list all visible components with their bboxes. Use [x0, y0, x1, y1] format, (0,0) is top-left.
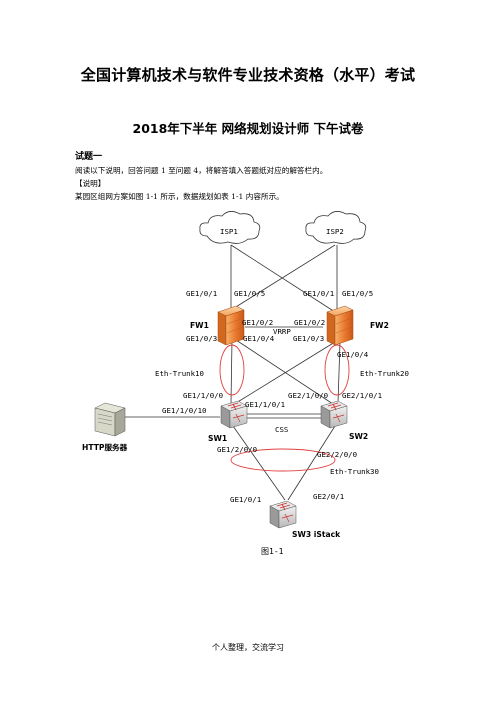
sw2-port-ge2-1-0-1: GE2/1/0/1: [342, 391, 382, 400]
paper-subtitle: 2018年下半年 网络规划设计师 下午试卷: [132, 121, 364, 136]
fw1-port-ge1-0-2: GE1/0/2: [242, 318, 273, 327]
sw1-port-ge1-1-0-1: GE1/1/0/1: [245, 400, 285, 409]
sw2-label: SW2: [349, 432, 368, 441]
body-text: 某园区组网方案如图 1-1 所示，数据规划如表 1-1 内容所示。: [75, 192, 284, 201]
fw1-port-ge1-0-1: GE1/0/1: [186, 289, 217, 298]
fw2-icon: [326, 305, 354, 346]
question-heading: 试题一: [75, 152, 103, 162]
eth-trunk10-label: Eth-Trunk10: [155, 369, 204, 378]
sw2-port-ge2-2-0-0: GE2/2/0/0: [317, 450, 357, 459]
isp2-label: ISP2: [326, 227, 344, 236]
sw1-label: SW1: [208, 434, 227, 443]
vrrp-label: VRRP: [273, 327, 291, 336]
fw1-port-ge1-0-3: GE1/0/3: [186, 334, 217, 343]
fw2-port-ge1-0-5: GE1/0/5: [342, 289, 373, 298]
eth-trunk20-ellipse: [324, 344, 350, 396]
fw1-port-ge1-0-5: GE1/0/5: [234, 289, 265, 298]
server-icon: [94, 402, 126, 437]
instruction-text: 阅读以下说明，回答问题 1 至问题 4，将解答填入答题纸对应的解答栏内。: [75, 166, 328, 175]
sw3-port-ge1-0-1: GE1/0/1: [230, 495, 261, 504]
eth-trunk30-ellipse: [230, 448, 336, 472]
exam-title: 全国计算机技术与软件专业技术资格（水平）考试: [80, 66, 416, 84]
isp2-cloud: ISP2: [305, 211, 367, 244]
sw1-port-ge1-1-0-10: GE1/1/0/10: [162, 406, 207, 415]
fw1-label: FW1: [190, 321, 209, 330]
http-server-label: HTTP服务器: [82, 442, 128, 452]
links: [125, 244, 341, 501]
sw3-port-ge2-0-1: GE2/0/1: [313, 492, 344, 501]
sw2-port-ge2-1-0-0: GE2/1/0/0: [288, 391, 328, 400]
sw3-label: SW3 iStack: [292, 530, 341, 539]
css-label: CSS: [275, 425, 288, 434]
fw2-port-ge1-0-4: GE1/0/4: [337, 350, 369, 359]
page-footer: 个人整理，交流学习: [212, 643, 284, 652]
isp1-cloud: ISP1: [199, 211, 261, 244]
fw2-port-ge1-0-2: GE1/0/2: [294, 318, 325, 327]
eth-trunk30-label: Eth-Trunk30: [330, 467, 379, 476]
fw2-label: FW2: [370, 321, 389, 330]
eth-trunk20-label: Eth-Trunk20: [360, 369, 409, 378]
sw2-icon: [320, 400, 348, 429]
figure-caption: 图1-1: [261, 547, 284, 556]
fw2-port-ge1-0-1: GE1/0/1: [303, 289, 334, 298]
fw2-port-ge1-0-3: GE1/0/3: [293, 334, 324, 343]
fw1-port-ge1-0-4: GE1/0/4: [243, 334, 275, 343]
explain-heading: 【说明】: [75, 179, 106, 188]
fw1-icon: [217, 305, 245, 346]
sw1-port-ge1-2-0-0: GE1/2/0/0: [217, 445, 257, 454]
isp1-label: ISP1: [220, 227, 238, 236]
sw1-port-ge1-1-0-0: GE1/1/0/0: [183, 391, 223, 400]
sw3-icon: [269, 500, 297, 529]
eth-trunk10-ellipse: [219, 344, 245, 396]
sw1-icon: [220, 400, 248, 429]
